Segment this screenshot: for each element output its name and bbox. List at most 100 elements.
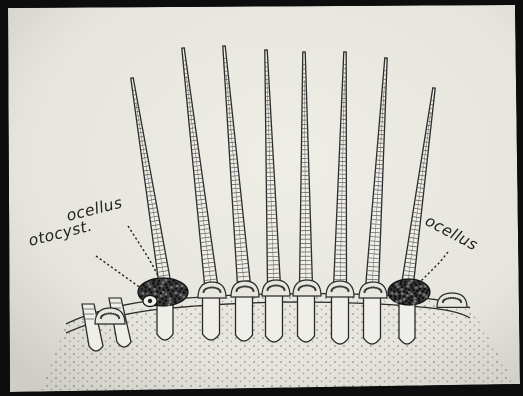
ocellus-granule [148,288,151,291]
ocellus-granule [410,299,413,302]
ocellus-granule [406,292,409,295]
ocellus-granule [391,292,394,295]
bulb-cell [274,284,276,286]
ocellus-granule [156,290,159,293]
ocellus-granule [417,280,420,283]
ocellus-granule [158,280,161,283]
bulb-cell [212,286,214,288]
ocellus-granule [421,297,424,300]
ocellus-granule [423,288,426,291]
ocellus-granule [419,294,422,297]
ocellus-granule [179,293,182,296]
ocellus-granule [185,289,188,292]
tentacle-cell-wall [133,95,136,96]
bulb-cell [336,286,338,288]
bulb-cell [252,290,254,292]
ocellus-granule [399,295,402,298]
ocellus-granule [160,285,163,288]
ocellus-granule [173,298,176,301]
ocellus-granule [398,291,401,294]
bulb-cell [283,289,285,291]
ocellus-granule [407,285,410,288]
bulb-cell [108,312,110,314]
ocellus-granule [174,301,177,304]
bulb-cell [314,289,316,291]
bulb-cell [380,291,382,293]
ocellus-granule [172,289,175,292]
ocellus-granule [158,301,161,304]
ocellus-granule [395,283,398,286]
ocellus-granule [169,301,172,304]
ocellus-granule [180,287,183,290]
bulb-cell [110,312,112,314]
ocellus-granule [401,292,404,295]
bulb-cell [112,313,114,315]
ocellus-granule [419,292,422,295]
bulb-cell [106,313,108,315]
bulb-cell [210,286,212,288]
ocellus-granule [393,286,396,289]
ocellus-granule [403,295,406,298]
ocellus-granule [406,294,409,297]
ocellus-granule [162,288,165,291]
ocellus-granule [153,288,156,291]
ocellus-granule [165,293,168,296]
bulb-cell [338,285,340,287]
ocellus-granule [390,288,393,291]
bulb-cell [307,284,309,286]
ocellus-granule [425,295,428,298]
ocellus-granule [152,282,155,285]
ocellus-granule [164,300,167,303]
ocellus-granule [396,288,399,291]
bulb-cell [243,285,245,287]
ocellus-granule [181,285,184,288]
ocellus-granule [169,292,172,295]
otocyst [143,296,157,307]
ocellus-granule [398,297,401,300]
ocellus-granule [399,300,402,303]
ocellus-granule [390,295,393,298]
ocellus-granule [410,284,413,287]
ocellus-granule [176,285,179,288]
bulb-cell [219,291,221,293]
ocellus-granule [425,291,428,294]
ocellus-granule [168,281,171,284]
bulb-cell [276,284,278,286]
ocellus-granule [408,282,411,285]
ocellus-granule [161,298,164,301]
ocellus-granule [412,289,415,292]
ocellus-granule [165,296,168,299]
ocellus-granule [420,285,423,288]
ocellus-granule [160,292,163,295]
ocellus-granule [415,284,418,287]
ocellus-granule [414,300,417,303]
ocellus-granule [410,293,413,296]
bulb-cell [448,297,450,299]
ocellus-granule [183,291,186,294]
ocellus-granule [403,283,406,286]
ocellus-granule [400,280,403,283]
bulb-cell [305,284,307,286]
ocellus-granule [157,283,160,286]
ocellus-granule [165,283,168,286]
ocellus-granule [414,292,417,295]
ocellus-granule [424,285,427,288]
ocellus-granule [162,302,165,305]
ocellus-granule [167,303,170,306]
ocellus-granule [158,287,161,290]
ocellus-granule [415,286,418,289]
bulb-cell [118,317,120,319]
ocellus-granule [391,284,394,287]
bulb-cell [450,297,452,299]
ocellus-granule [394,295,397,298]
ocellus-granule [169,297,172,300]
ocellus-granule [405,300,408,303]
bulb-cell [340,285,342,287]
bulb-cell [454,297,456,299]
ocellus-granule [142,284,145,287]
bulb-cell [369,287,371,289]
ocellus-granule [411,286,414,289]
ocellus-granule [144,286,147,289]
